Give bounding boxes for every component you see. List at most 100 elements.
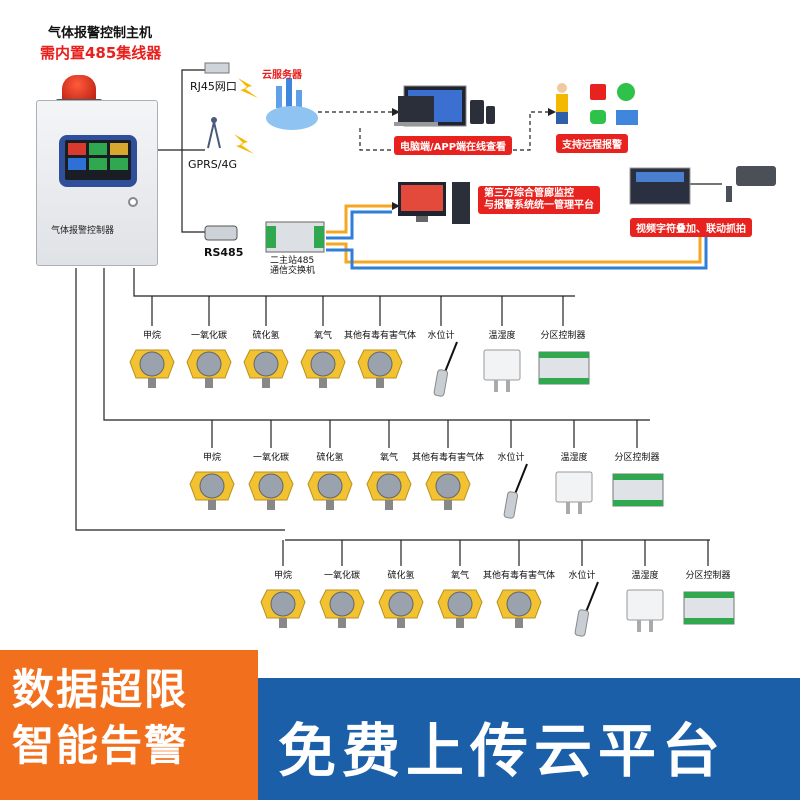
row-2-sensor-label-4: 氧气 [379, 453, 399, 463]
phone-icon [486, 106, 495, 124]
third-party-badge: 第三方综合管廊监控 与报警系统统一管理平台 [478, 186, 600, 214]
humidity-sensor-icon-r1 [483, 349, 521, 381]
router-icon [204, 62, 230, 74]
gas-detector-dial-r3-3 [388, 591, 414, 617]
arrow-to-monitor [392, 108, 400, 116]
gas-detector-probe-r1-1 [148, 378, 156, 388]
video-badge: 视频字符叠加、联动抓拍 [630, 218, 752, 237]
sms-icon [590, 110, 606, 124]
gas-detector-probe-r3-5 [515, 618, 523, 628]
row-2-sensor-label-2: 一氧化碳 [252, 453, 290, 463]
gprs-label: GPRS/4G [188, 158, 238, 171]
gas-detector-probe-r2-1 [208, 500, 216, 510]
switch-label-2: 通信交换机 [270, 266, 316, 276]
switch-terminal-icon [266, 226, 276, 248]
person-legs-icon [556, 112, 568, 124]
cloud-icon [266, 106, 318, 130]
cloud-server-label: 云服务器 [262, 70, 302, 81]
cloud-banner-text: 免费上传云平台 [278, 717, 727, 785]
bus-row-1 [133, 268, 150, 297]
platform-tower-icon [452, 182, 470, 224]
row-1-sensor-label-2: 一氧化碳 [190, 331, 228, 341]
controller-title: 气体报警控制主机 [48, 26, 153, 41]
switch-terminal-icon-2 [314, 226, 324, 248]
humidity-sensor-probe2-r3 [649, 620, 653, 632]
switch-label-1: 二主站485 [270, 256, 315, 266]
controller-panel-label: 气体报警控制器 [51, 226, 115, 236]
row-1-sensor-label-7: 温湿度 [488, 331, 516, 341]
sensor-icons [129, 341, 735, 637]
rj45-label: RJ45网口 [190, 80, 237, 93]
wire-rs485 [181, 150, 205, 233]
wechat-icon [617, 83, 635, 101]
platform-stand-icon [416, 216, 428, 222]
gas-detector-probe-r3-3 [397, 618, 405, 628]
antenna-tip-icon [211, 117, 217, 123]
row-3-sensor-label-4: 氧气 [450, 571, 470, 581]
screen-display-icon [68, 143, 128, 170]
rs485-label: RS485 [204, 246, 244, 259]
zone-controller-terminal-r2 [613, 474, 663, 480]
row-1-sensor-label-6: 水位计 [427, 331, 455, 341]
gas-detector-dial-r1-2 [196, 351, 222, 377]
bus-row-3 [75, 268, 285, 531]
water-level-probe-r2 [503, 491, 519, 519]
alarm-light-icon [590, 84, 606, 100]
gas-detector-probe-r1-5 [376, 378, 384, 388]
gas-detector-probe-r1-4 [319, 378, 327, 388]
wire-rj45 [158, 69, 205, 151]
signal-bolt-icon [238, 78, 258, 98]
device-icons [204, 62, 776, 253]
alarm-siren [62, 75, 96, 103]
gas-detector-probe-r2-3 [326, 500, 334, 510]
zone-controller-terminal-r3 [684, 592, 734, 598]
gas-detector-dial-r3-4 [447, 591, 473, 617]
wire-switch-to-platform-blue [326, 210, 392, 240]
water-level-probe-r3 [574, 609, 590, 637]
gas-detector-dial-r2-1 [199, 473, 225, 499]
remote-alarm-badge: 支持远程报警 [556, 134, 628, 153]
platform-screen-icon [401, 185, 443, 211]
gas-detector-dial-r2-3 [317, 473, 343, 499]
gas-detector-dial-r1-1 [139, 351, 165, 377]
humidity-sensor-probe2-r2 [578, 502, 582, 514]
camera-icon [736, 166, 776, 186]
signal-bolt-icon-2 [234, 134, 254, 154]
tablet-icon [470, 100, 484, 124]
row-2-sensor-label-1: 甲烷 [202, 453, 222, 463]
water-level-probe-r1 [433, 369, 449, 397]
gas-detector-probe-r3-2 [338, 618, 346, 628]
gas-detector-probe-r3-1 [279, 618, 287, 628]
zone-controller-terminal2-r2 [613, 500, 663, 506]
controller-screen [65, 140, 131, 180]
wire-monitor-to-alarm [359, 111, 548, 151]
laptop-icon [398, 96, 434, 122]
controller-screen-frame [59, 135, 137, 187]
gas-detector-dial-r1-5 [367, 351, 393, 377]
row-1-sensor-label-1: 甲烷 [142, 331, 162, 341]
server-bar-icon-3 [296, 90, 302, 108]
controller-knob [128, 197, 138, 207]
gas-detector-dial-r3-5 [506, 591, 532, 617]
humidity-sensor-probe2-r1 [506, 380, 510, 392]
person-head-icon [557, 83, 567, 93]
gas-detector-dial-r2-5 [435, 473, 461, 499]
row-1-sensor-label-4: 氧气 [313, 331, 333, 341]
row-3-sensor-label-7: 温湿度 [631, 571, 659, 581]
row-1-sensor-label-5: 其他有毒有害气体 [343, 331, 417, 341]
row-2-sensor-label-8: 分区控制器 [614, 453, 660, 463]
wire-switch-to-video-yellow [326, 236, 702, 264]
nvr-panel-icon [636, 172, 684, 182]
humidity-sensor-probe-r2 [566, 502, 570, 514]
email-icon [616, 110, 638, 125]
third-party-line-2: 与报警系统统一管理平台 [484, 200, 594, 211]
gas-detector-dial-r1-3 [253, 351, 279, 377]
gas-detector-dial-r2-4 [376, 473, 402, 499]
humidity-sensor-probe-r3 [637, 620, 641, 632]
alarm-banner: 数据超限 智能告警 [0, 650, 258, 800]
antenna-tower-icon [207, 121, 221, 149]
controller-subtitle: 需内置485集线器 [40, 44, 162, 62]
monitor-badge: 电脑端/APP端在线查看 [394, 136, 513, 155]
server-bar-icon [276, 86, 282, 108]
row-2-sensor-label-5: 其他有毒有害气体 [411, 453, 485, 463]
